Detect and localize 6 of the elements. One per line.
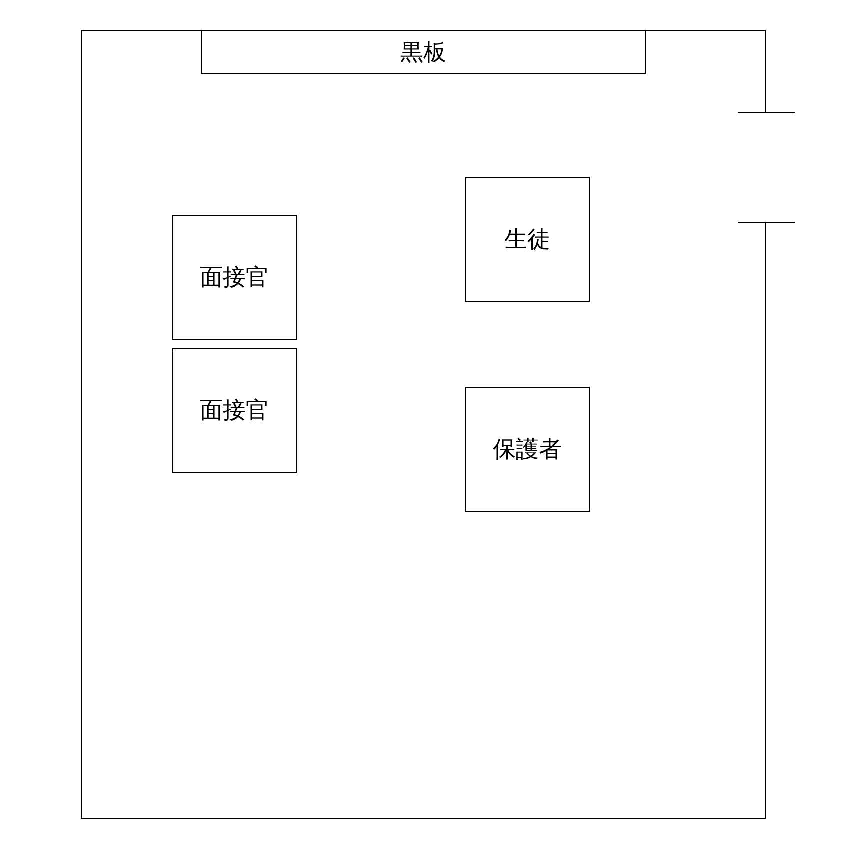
room-outline bbox=[81, 30, 766, 819]
seat-box: 面接官 bbox=[172, 348, 297, 473]
seat-box: 生徒 bbox=[465, 177, 590, 302]
seat-box: 保護者 bbox=[465, 387, 590, 512]
blackboard-box: 黒板 bbox=[201, 30, 646, 74]
seat-box: 面接官 bbox=[172, 215, 297, 340]
